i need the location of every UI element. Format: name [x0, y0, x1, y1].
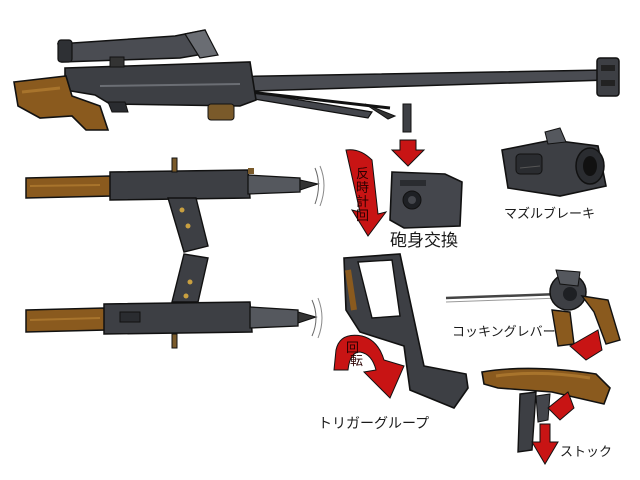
- rifle-top-view: [25, 157, 325, 253]
- trigger-group-part: [343, 253, 469, 409]
- cocking-lever-part: [445, 269, 621, 347]
- folding-stock-part: [481, 367, 611, 453]
- fold-arrow: [547, 391, 575, 421]
- arrow-label-rotate-1: 回: [346, 341, 359, 356]
- label-muzzle-brake: マズルブレーキ: [504, 206, 595, 222]
- arrow-label-rotate-2: 転: [350, 354, 363, 369]
- label-stock: ストック: [560, 445, 612, 460]
- counter-clockwise-arrow: [345, 149, 388, 237]
- muzzle-brake-part: [501, 127, 607, 197]
- label-cocking-lever: コッキングレバー: [452, 325, 556, 340]
- barrel-lock-block: [389, 103, 463, 229]
- label-trigger-group: トリガーグループ: [318, 416, 429, 432]
- rotate-arrow: [333, 334, 405, 399]
- push-arrow: [569, 329, 603, 361]
- stock-down-arrow: [531, 423, 559, 465]
- arrow-label-ccw-3: 計: [356, 194, 369, 210]
- rifle-side-view: [13, 29, 620, 131]
- arrow-label-ccw-2: 時: [356, 181, 369, 196]
- arrow-label-ccw-4: 回: [356, 209, 369, 224]
- arrow-label-ccw-1: 反: [356, 167, 369, 182]
- rifle-bottom-view: [25, 253, 323, 349]
- label-barrel-swap: 砲身交換: [390, 231, 458, 251]
